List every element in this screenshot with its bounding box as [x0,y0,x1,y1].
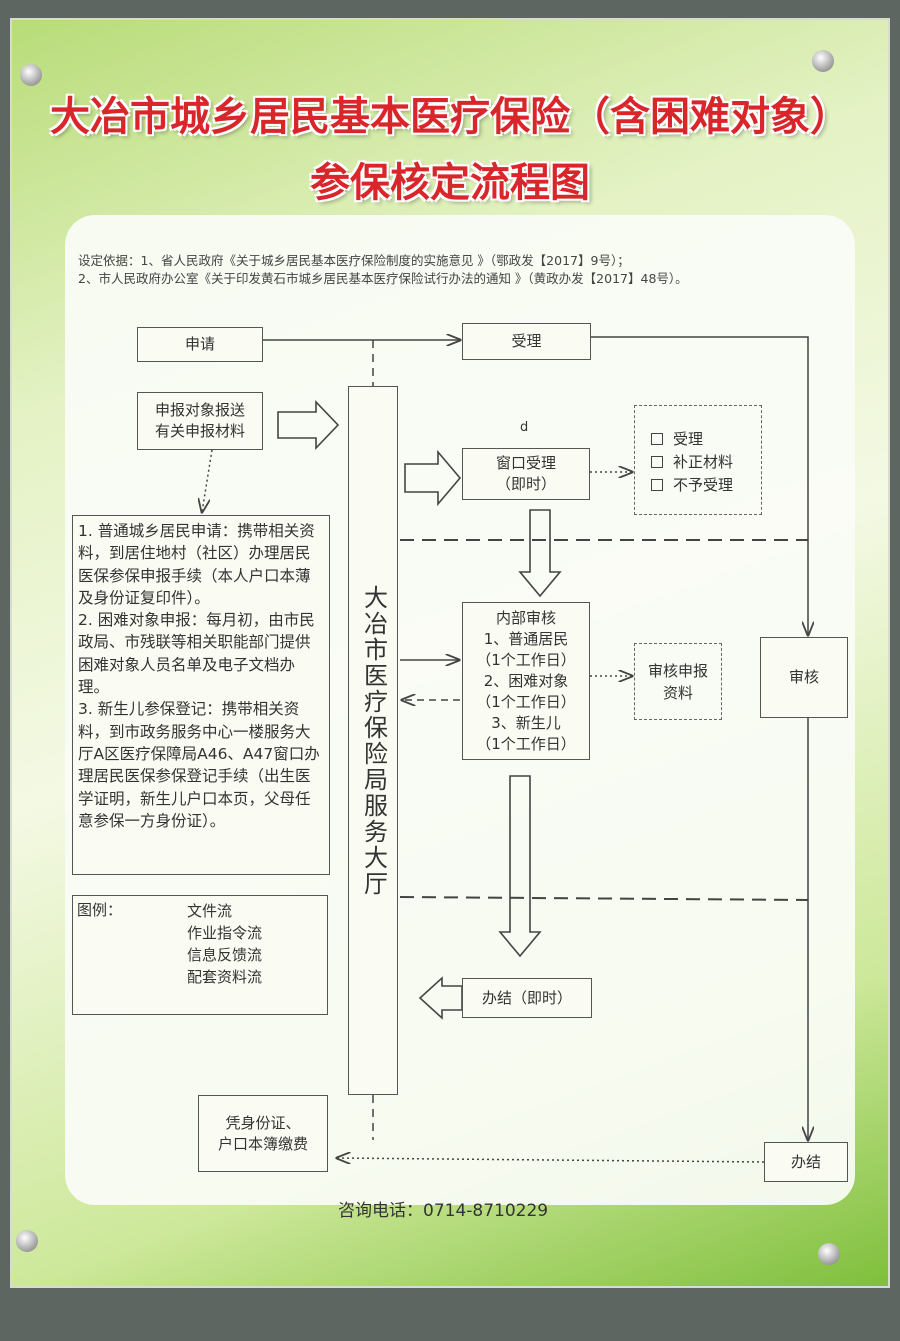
screw-icon [818,1243,840,1265]
hollow-arrow-right [404,449,462,507]
step-finish: 办结 [764,1142,848,1182]
title-line1: 大冶市城乡居民基本医疗保险（含困难对象） [50,94,850,140]
mark-d: d [520,420,529,435]
screw-icon [20,64,42,86]
hollow-arrow-left [418,976,463,1020]
screw-icon [812,50,834,72]
hollow-arrow-down [498,775,542,958]
service-hall: 大冶市医疗保险局服务大厅 [348,386,398,1095]
checkbox-icon [651,456,663,468]
step-apply: 申请 [137,327,263,362]
step-window: 窗口受理（即时） [462,448,590,500]
checkbox-icon [651,433,663,445]
step-accept: 受理 [462,323,591,360]
basis-line1: 设定依据：1、省人民政府《关于城乡居民基本医疗保险制度的实施意见 》（鄂政发【2… [78,253,630,268]
checkbox-icon [651,479,663,491]
screw-icon [16,1230,38,1252]
title-line2: 参保核定流程图 [310,160,590,206]
step-finish-now: 办结（即时） [462,978,592,1018]
hollow-arrow-right [277,400,340,450]
hollow-arrow-down [518,509,562,598]
review-docs: 审核申报资料 [634,643,722,720]
step-review: 审核 [760,637,848,718]
window-options: 受理 补正材料 不予受理 [634,405,762,515]
step-submit: 申报对象报送有关申报材料 [137,392,263,450]
consult-phone: 咨询电话：0714-8710229 [338,1201,549,1221]
basis-line2: 2、市人民政府办公室《关于印发黄石市城乡居民基本医疗保险试行办法的通知 》（黄政… [78,271,688,286]
arrow-accept-review [591,336,808,635]
instructions-box: 1. 普通城乡居民申请：携带相关资料，到居住地村（社区）办理居民医保参保申报手续… [72,515,330,875]
legend-box: 图例： 文件流 作业指令流 信息反馈流 配套资料流 [72,895,328,1015]
step-pay: 凭身份证、户口本簿缴费 [198,1095,328,1172]
